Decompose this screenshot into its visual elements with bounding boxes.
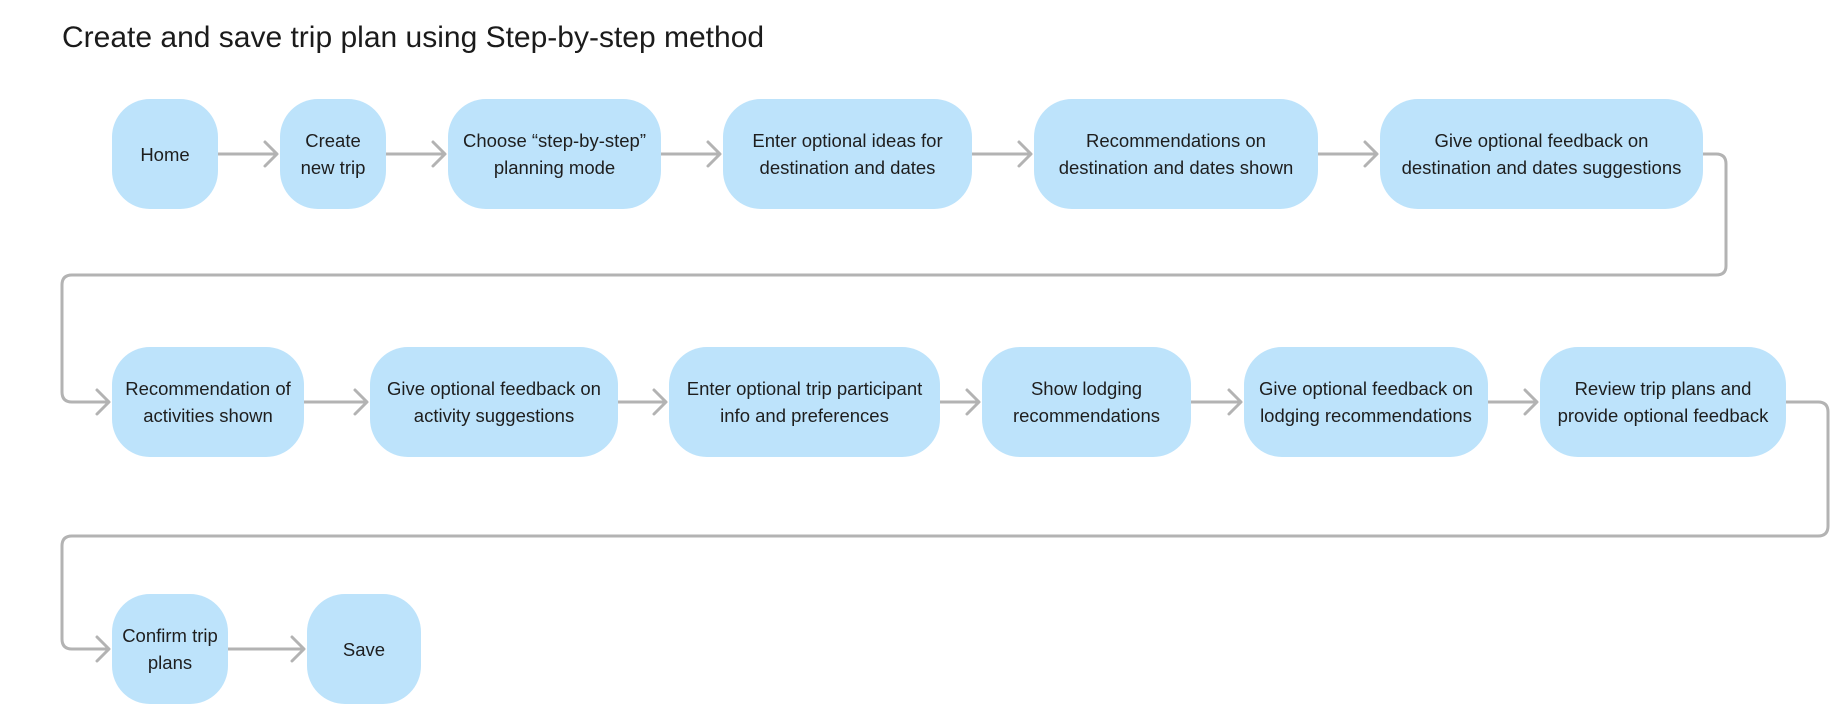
step-show-lodging: Show lodging recommendations [982, 347, 1191, 457]
arrow-feedback-lodging-to-review-trip-plans [1486, 388, 1539, 416]
step-review-trip-plans: Review trip plans and provide optional f… [1540, 347, 1786, 457]
step-enter-destination-ideas: Enter optional ideas for destination and… [723, 99, 972, 209]
step-label: Confirm trip plans [122, 625, 218, 673]
step-home: Home [112, 99, 218, 209]
step-label: Recommendations on destination and dates… [1058, 130, 1294, 178]
step-label: Give optional feedback on lodging recomm… [1259, 378, 1473, 426]
step-label: Give optional feedback on destination an… [1401, 130, 1682, 178]
arrow-feedback-activities-to-participant-info [616, 388, 668, 416]
step-label: Recommendation of activities shown [125, 378, 291, 426]
step-create-new-trip: Create new trip [280, 99, 386, 209]
step-enter-participant-info: Enter optional trip participant info and… [669, 347, 940, 457]
step-label: Enter optional trip participant info and… [686, 378, 923, 426]
step-label: Choose “step-by-step” planning mode [462, 130, 647, 178]
step-label: Review trip plans and provide optional f… [1557, 378, 1769, 426]
step-label: Save [342, 638, 386, 660]
step-label: Create new trip [300, 130, 366, 178]
step-label: Give optional feedback on activity sugge… [387, 378, 601, 426]
step-label: Home [140, 143, 190, 165]
step-feedback-lodging: Give optional feedback on lodging recomm… [1244, 347, 1488, 457]
step-save: Save [307, 594, 421, 704]
arrow-participant-info-to-show-lodging [938, 388, 981, 416]
step-feedback-destination: Give optional feedback on destination an… [1380, 99, 1703, 209]
arrow-create-new-trip-to-choose-mode [384, 140, 447, 168]
page-title: Create and save trip plan using Step-by-… [62, 21, 765, 54]
step-confirm-trip-plans: Confirm trip plans [112, 594, 228, 704]
step-feedback-activities: Give optional feedback on activity sugge… [370, 347, 618, 457]
arrow-enter-ideas-to-recommendations [970, 140, 1033, 168]
step-recommendation-activities: Recommendation of activities shown [112, 347, 304, 457]
step-choose-planning-mode: Choose “step-by-step” planning mode [448, 99, 661, 209]
arrow-home-to-create-new-trip [216, 140, 279, 168]
step-label: Enter optional ideas for destination and… [752, 130, 943, 178]
arrow-choose-mode-to-enter-ideas [659, 140, 722, 168]
arrow-confirm-trip-plans-to-save [226, 635, 306, 663]
step-label: Show lodging recommendations [1012, 378, 1161, 426]
arrow-recommendation-activities-to-feedback-activities [302, 388, 369, 416]
arrow-review-trip-plans-to-confirm-trip-plans [60, 400, 1830, 663]
arrow-show-lodging-to-feedback-lodging [1189, 388, 1243, 416]
arrow-recommendations-to-feedback-destination [1316, 140, 1379, 168]
arrow-feedback-destination-to-recommendation-activities [60, 152, 1728, 416]
step-recommendations-destination: Recommendations on destination and dates… [1034, 99, 1318, 209]
